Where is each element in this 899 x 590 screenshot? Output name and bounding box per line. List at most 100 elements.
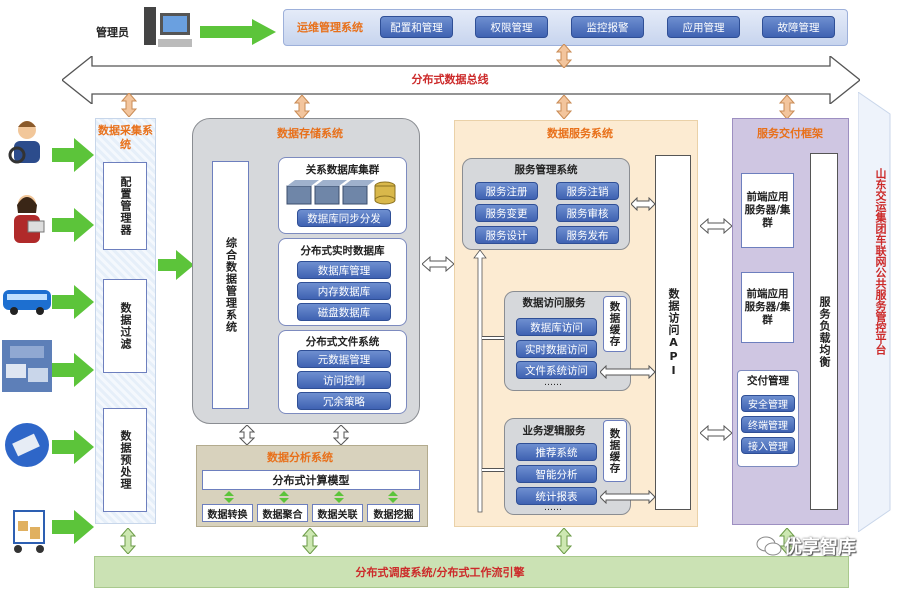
leftright-arrow-icon — [699, 217, 733, 235]
storage-title: 数据存储系统 — [277, 127, 343, 140]
realtime-title: 分布式实时数据库 — [300, 244, 385, 257]
source-arrow-icon — [52, 353, 94, 387]
storage-integrated-box: 综合数据管理系统 — [212, 161, 249, 409]
admin-label: 管理员 — [96, 26, 129, 39]
leftright-arrow-icon — [699, 424, 733, 442]
delivery-mgmt-title: 交付管理 — [747, 375, 789, 387]
updown-arrow-icon — [238, 424, 256, 446]
collect-title: 数据采集系统 — [98, 124, 153, 151]
updown-arrow-icon — [778, 94, 796, 120]
platform-arrow-shape — [857, 91, 898, 533]
security-mgmt-button[interactable]: 安全管理 — [741, 395, 795, 412]
logic-cache-box: 数据缓存 — [603, 420, 627, 482]
ops-app-button[interactable]: 应用管理 — [667, 16, 740, 38]
fs-redundancy-button[interactable]: 冗余策略 — [297, 392, 391, 410]
traffic-scene-icon — [2, 340, 52, 392]
source-arrow-icon — [52, 208, 94, 242]
analysis-title: 数据分析系统 — [267, 451, 333, 464]
service-connector-lines — [466, 249, 506, 515]
driver-person-icon — [6, 117, 48, 165]
access-realtime-button[interactable]: 实时数据访问 — [516, 340, 597, 358]
logic-recommend-button[interactable]: 推荐系统 — [516, 443, 597, 461]
access-db-button[interactable]: 数据库访问 — [516, 318, 597, 336]
logic-analysis-button[interactable]: 智能分析 — [516, 465, 597, 483]
businesswoman-icon — [6, 193, 48, 245]
updown-arrow-icon — [293, 94, 311, 120]
svc-change-button[interactable]: 服务变更 — [475, 204, 538, 222]
analysis-mining-box: 数据挖掘 — [367, 504, 420, 522]
delivery-title: 服务交付框架 — [757, 127, 823, 140]
access-fs-button[interactable]: 文件系统访问 — [516, 361, 597, 379]
collect-filter-box: 数据过滤 — [103, 279, 147, 373]
updown-arrow-icon — [332, 424, 350, 446]
source-arrow-icon — [52, 285, 94, 319]
source-arrow-icon — [52, 510, 94, 544]
rdb-title: 关系数据库集群 — [305, 163, 380, 176]
data-bus-label: 分布式数据总线 — [411, 73, 489, 86]
svc-publish-button[interactable]: 服务发布 — [556, 226, 619, 244]
leftright-arrow-icon — [599, 364, 656, 380]
analysis-correlate-box: 数据关联 — [312, 504, 363, 522]
fs-access-button[interactable]: 访问控制 — [297, 371, 391, 389]
realtime-disk-button[interactable]: 磁盘数据库 — [297, 303, 391, 321]
rdb-sync-button[interactable]: 数据库同步分发 — [297, 209, 391, 227]
logic-more-text: …… — [544, 503, 562, 513]
ops-monitor-button[interactable]: 监控报警 — [571, 16, 644, 38]
logic-report-button[interactable]: 统计报表 — [516, 487, 597, 505]
access-more-text: …… — [544, 378, 562, 388]
updown-arrow-icon — [555, 527, 573, 555]
svc-unregister-button[interactable]: 服务注销 — [556, 182, 619, 200]
collect-to-storage-arrow-icon — [158, 250, 194, 280]
scheduler-bar — [94, 556, 849, 588]
cargo-cart-icon — [6, 507, 52, 555]
scheduler-label: 分布式调度系统/分布式工作流引擎 — [355, 566, 525, 579]
terminal-mgmt-button[interactable]: 终端管理 — [741, 416, 795, 433]
admin-computer-icon — [140, 5, 195, 50]
analysis-aggregate-box: 数据聚合 — [257, 504, 308, 522]
service-title: 数据服务系统 — [547, 127, 613, 140]
updown-arrow-icon — [555, 94, 573, 120]
fs-metadata-button[interactable]: 元数据管理 — [297, 350, 391, 368]
load-balancer-box: 服务负载均衡 — [810, 153, 838, 510]
updown-arrow-icon — [778, 527, 796, 555]
updown-arrow-icon — [301, 527, 319, 555]
platform-label: 山东交运集团车联网公共服务管控平台 — [874, 168, 887, 355]
access-mgmt-button[interactable]: 接入管理 — [741, 437, 795, 454]
updown-arrow-icon — [120, 92, 138, 118]
leftright-arrow-icon — [630, 196, 656, 212]
realtime-dbmgmt-button[interactable]: 数据库管理 — [297, 261, 391, 279]
fs-title: 分布式文件系统 — [305, 335, 380, 348]
access-cache-box: 数据缓存 — [603, 296, 627, 352]
svcmgmt-title: 服务管理系统 — [514, 163, 578, 176]
green-double-arrows — [202, 491, 420, 503]
analysis-transform-box: 数据转换 — [202, 504, 253, 522]
api-box: 数据访问API — [655, 155, 691, 510]
card-reader-icon — [4, 422, 50, 468]
svc-register-button[interactable]: 服务注册 — [475, 182, 538, 200]
realtime-memory-button[interactable]: 内存数据库 — [297, 282, 391, 300]
ops-config-button[interactable]: 配置和管理 — [380, 16, 453, 38]
ops-fault-button[interactable]: 故障管理 — [762, 16, 835, 38]
front-server-box-2: 前端应用服务器/集群 — [741, 272, 794, 343]
updown-arrow-icon — [119, 527, 137, 555]
ops-permission-button[interactable]: 权限管理 — [475, 16, 548, 38]
bus-icon — [2, 285, 52, 315]
svc-review-button[interactable]: 服务审核 — [556, 204, 619, 222]
svc-design-button[interactable]: 服务设计 — [475, 226, 538, 244]
source-arrow-icon — [52, 138, 94, 172]
ops-title: 运维管理系统 — [297, 21, 363, 34]
collect-preprocess-box: 数据预处理 — [103, 408, 147, 512]
source-arrow-icon — [52, 430, 94, 464]
access-title: 数据访问服务 — [522, 296, 586, 309]
leftright-arrow-icon — [599, 489, 656, 505]
logic-title: 业务逻辑服务 — [522, 424, 586, 437]
watermark-label: 优享智库 — [784, 537, 856, 558]
admin-arrow-icon — [200, 19, 276, 45]
updown-arrow-icon — [555, 43, 573, 69]
leftright-arrow-icon — [421, 255, 455, 273]
front-server-box-1: 前端应用服务器/集群 — [741, 173, 794, 248]
wechat-icon — [756, 535, 782, 557]
analysis-model-box: 分布式计算模型 — [202, 470, 420, 490]
collect-config-box: 配置管理器 — [103, 162, 147, 250]
server-cluster-icon — [285, 178, 400, 206]
